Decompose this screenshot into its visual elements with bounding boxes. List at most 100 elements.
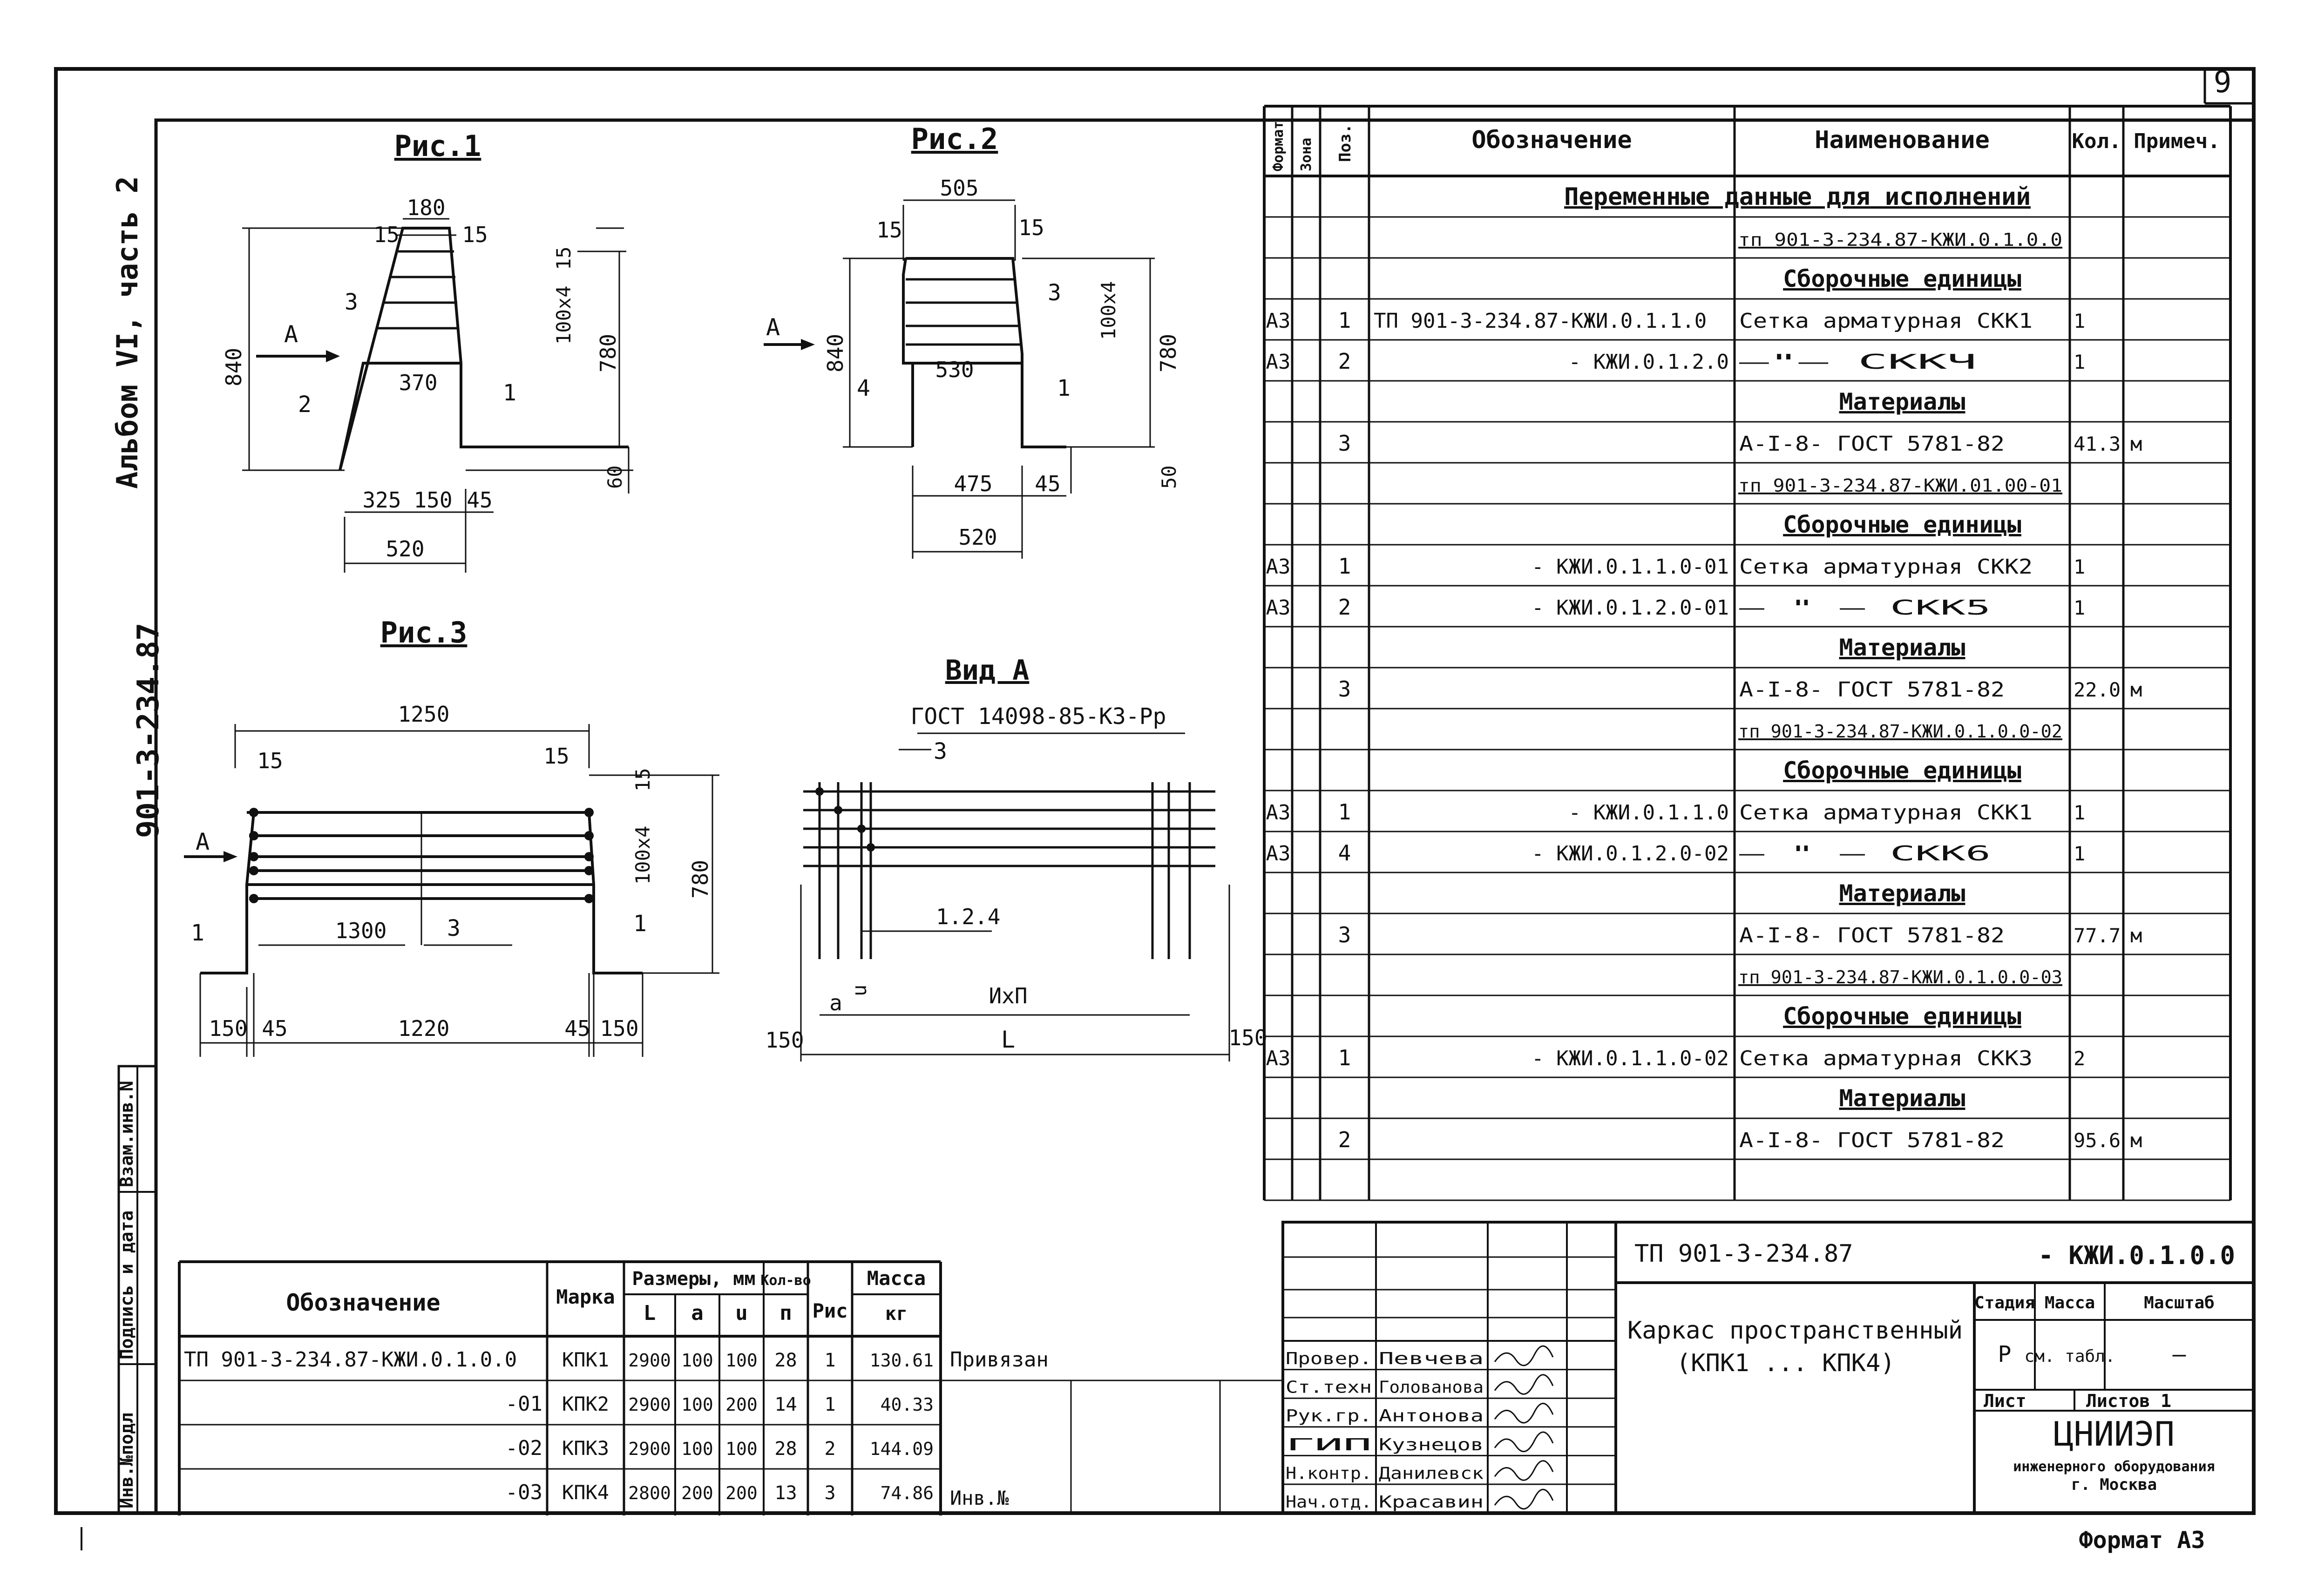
tb-title-2: (КПК1 ... КПК4) [1676,1349,1895,1377]
svg-text:u: u [848,985,871,996]
spec-cell-name: А-I-8- ГОСТ 5781-82 [1739,678,2005,702]
svg-text:100x4: 100x4 [1097,281,1120,340]
var-header-mark: Марка [556,1285,615,1308]
var-cell-a: 200 [681,1483,713,1503]
spec-cell-name: тп 901-3-234.87-КЖИ.0.1.0.0-02 [1738,721,2062,742]
fig2-title: Рис.2 [911,122,998,156]
var-cell-mass: 40.33 [881,1394,934,1415]
svg-text:4: 4 [857,375,870,401]
spec-row: Материалы [1839,634,1965,661]
spec-cell-qty: 77.7 [2074,924,2121,947]
var-cell-n: 14 [774,1394,797,1415]
tb-role: Нач.отд. [1286,1493,1372,1512]
svg-text:45: 45 [564,1016,590,1041]
var-cell-mass: 130.61 [870,1350,934,1371]
svg-text:1: 1 [1057,375,1071,401]
svg-text:45: 45 [467,487,492,513]
spec-header-format: Формат [1270,121,1287,171]
var-cell-fig: 1 [824,1350,835,1371]
spec-cell-qty: 1 [2074,842,2085,865]
svg-text:60: 60 [603,465,626,489]
side-code: 901-3-234.87 [131,623,166,838]
title-block: ТП 901-3-234.87 - КЖИ.0.1.0.0 Каркас про… [1281,1221,2255,1515]
spec-row: тп 901-3-234.87-КЖИ.0.1.0.0-03 [1738,967,2062,987]
spec-cell-pos: 2 [1338,1127,1351,1152]
svg-text:15: 15 [373,222,399,247]
var-cell-a: 100 [681,1394,713,1415]
attached-label: Привязан [950,1348,1049,1372]
svg-text:475: 475 [954,471,992,496]
tb-name: Красавин [1379,1493,1484,1512]
fig3-title: Рис.3 [380,615,468,649]
tb-role: Провер. [1286,1349,1372,1368]
svg-text:505: 505 [940,176,978,201]
spec-cell-name: тп 901-3-234.87-КЖИ.0.1.0.0-03 [1738,967,2062,987]
var-cell-mass: 74.86 [881,1483,934,1503]
var-cell-designation: -03 [506,1481,542,1504]
var-cell-fig: 3 [824,1482,835,1504]
tb-sheets-label: Листов 1 [2086,1391,2171,1411]
spec-row: Сборочные единицы [1783,757,2021,784]
view-a: Вид А ГОСТ 14098-85-К3-Рр 3 1.2.4 a u Их… [765,654,1267,1062]
spec-cell-note: м [2130,678,2142,701]
spec-header-name: Наименование [1815,126,1990,154]
svg-text:150: 150 [600,1016,638,1041]
spec-cell-pos: 1 [1338,308,1351,333]
spec-header-pos: Поз. [1336,124,1355,162]
spec-cell-qty: 1 [2074,351,2085,373]
spec-cell-name: — " — СКК6 [1739,842,1991,866]
spec-row: Сборочные единицы [1783,1003,2021,1030]
tb-scale: — [2173,1341,2186,1367]
var-cell-fig: 1 [824,1394,835,1415]
svg-text:3: 3 [934,738,947,764]
svg-text:370: 370 [399,370,437,395]
side-album: Альбом VI, часть 2 [110,176,144,489]
spec-cell-pos: 1 [1338,1045,1351,1070]
spec-row: тп 901-3-234.87-КЖИ.0.1.0.0 [1738,230,2062,250]
var-cell-mark: КПК1 [562,1348,609,1371]
tb-org-sub1: инженерного оборудования [2013,1459,2215,1475]
spec-cell-designation: - КЖИ.0.1.2.0-02 [1532,842,1729,866]
svg-text:Взам.инв.N: Взам.инв.N [116,1081,137,1187]
var-cell-mark: КПК3 [562,1437,609,1460]
spec-cell-pos: 2 [1338,349,1351,374]
spec-cell-name: Сетка арматурная СКК1 [1739,309,2033,333]
spec-cell-name: Сборочные единицы [1783,265,2021,292]
var-cell-mass: 144.09 [870,1439,934,1459]
tb-person-row: Н.контр.Данилевск [1286,1460,1554,1483]
inv-label: Инв.№ [950,1487,1009,1509]
spec-cell-name: Сетка арматурная СКК1 [1739,801,2033,825]
tb-name: Антонова [1379,1407,1484,1426]
var-cell-u: 100 [725,1439,758,1459]
svg-text:520: 520 [958,525,997,550]
svg-text:1: 1 [191,920,204,946]
var-header-mass-unit: кг [885,1303,908,1325]
spec-cell-span: Переменные данные для исполнений [1564,183,2031,211]
signature-scribble [1494,1402,1554,1424]
spec-cell-qty: 1 [2074,596,2085,619]
spec-cell-designation: - КЖИ.0.1.1.0 [1569,801,1729,825]
spec-cell-format: А3 [1266,309,1291,333]
svg-text:150: 150 [1228,1025,1267,1050]
svg-text:3: 3 [1048,280,1061,306]
spec-cell-pos: 3 [1338,431,1351,456]
svg-text:325: 325 [362,487,401,513]
var-header-designation: Обозначение [286,1289,440,1316]
spec-cell-pos: 4 [1338,840,1351,866]
var-cell-a: 100 [681,1350,713,1371]
var-header-fig: Рис [813,1299,848,1322]
var-cell-L: 2900 [628,1394,671,1415]
svg-text:15: 15 [462,222,488,247]
tb-mass: см. табл. [2024,1347,2115,1366]
format-label: Формат А3 [2079,1527,2205,1554]
svg-text:1.2.4: 1.2.4 [936,904,1000,929]
svg-text:780: 780 [1156,334,1181,372]
var-header-a: a [691,1301,704,1325]
page-number: 9 [2214,65,2232,100]
